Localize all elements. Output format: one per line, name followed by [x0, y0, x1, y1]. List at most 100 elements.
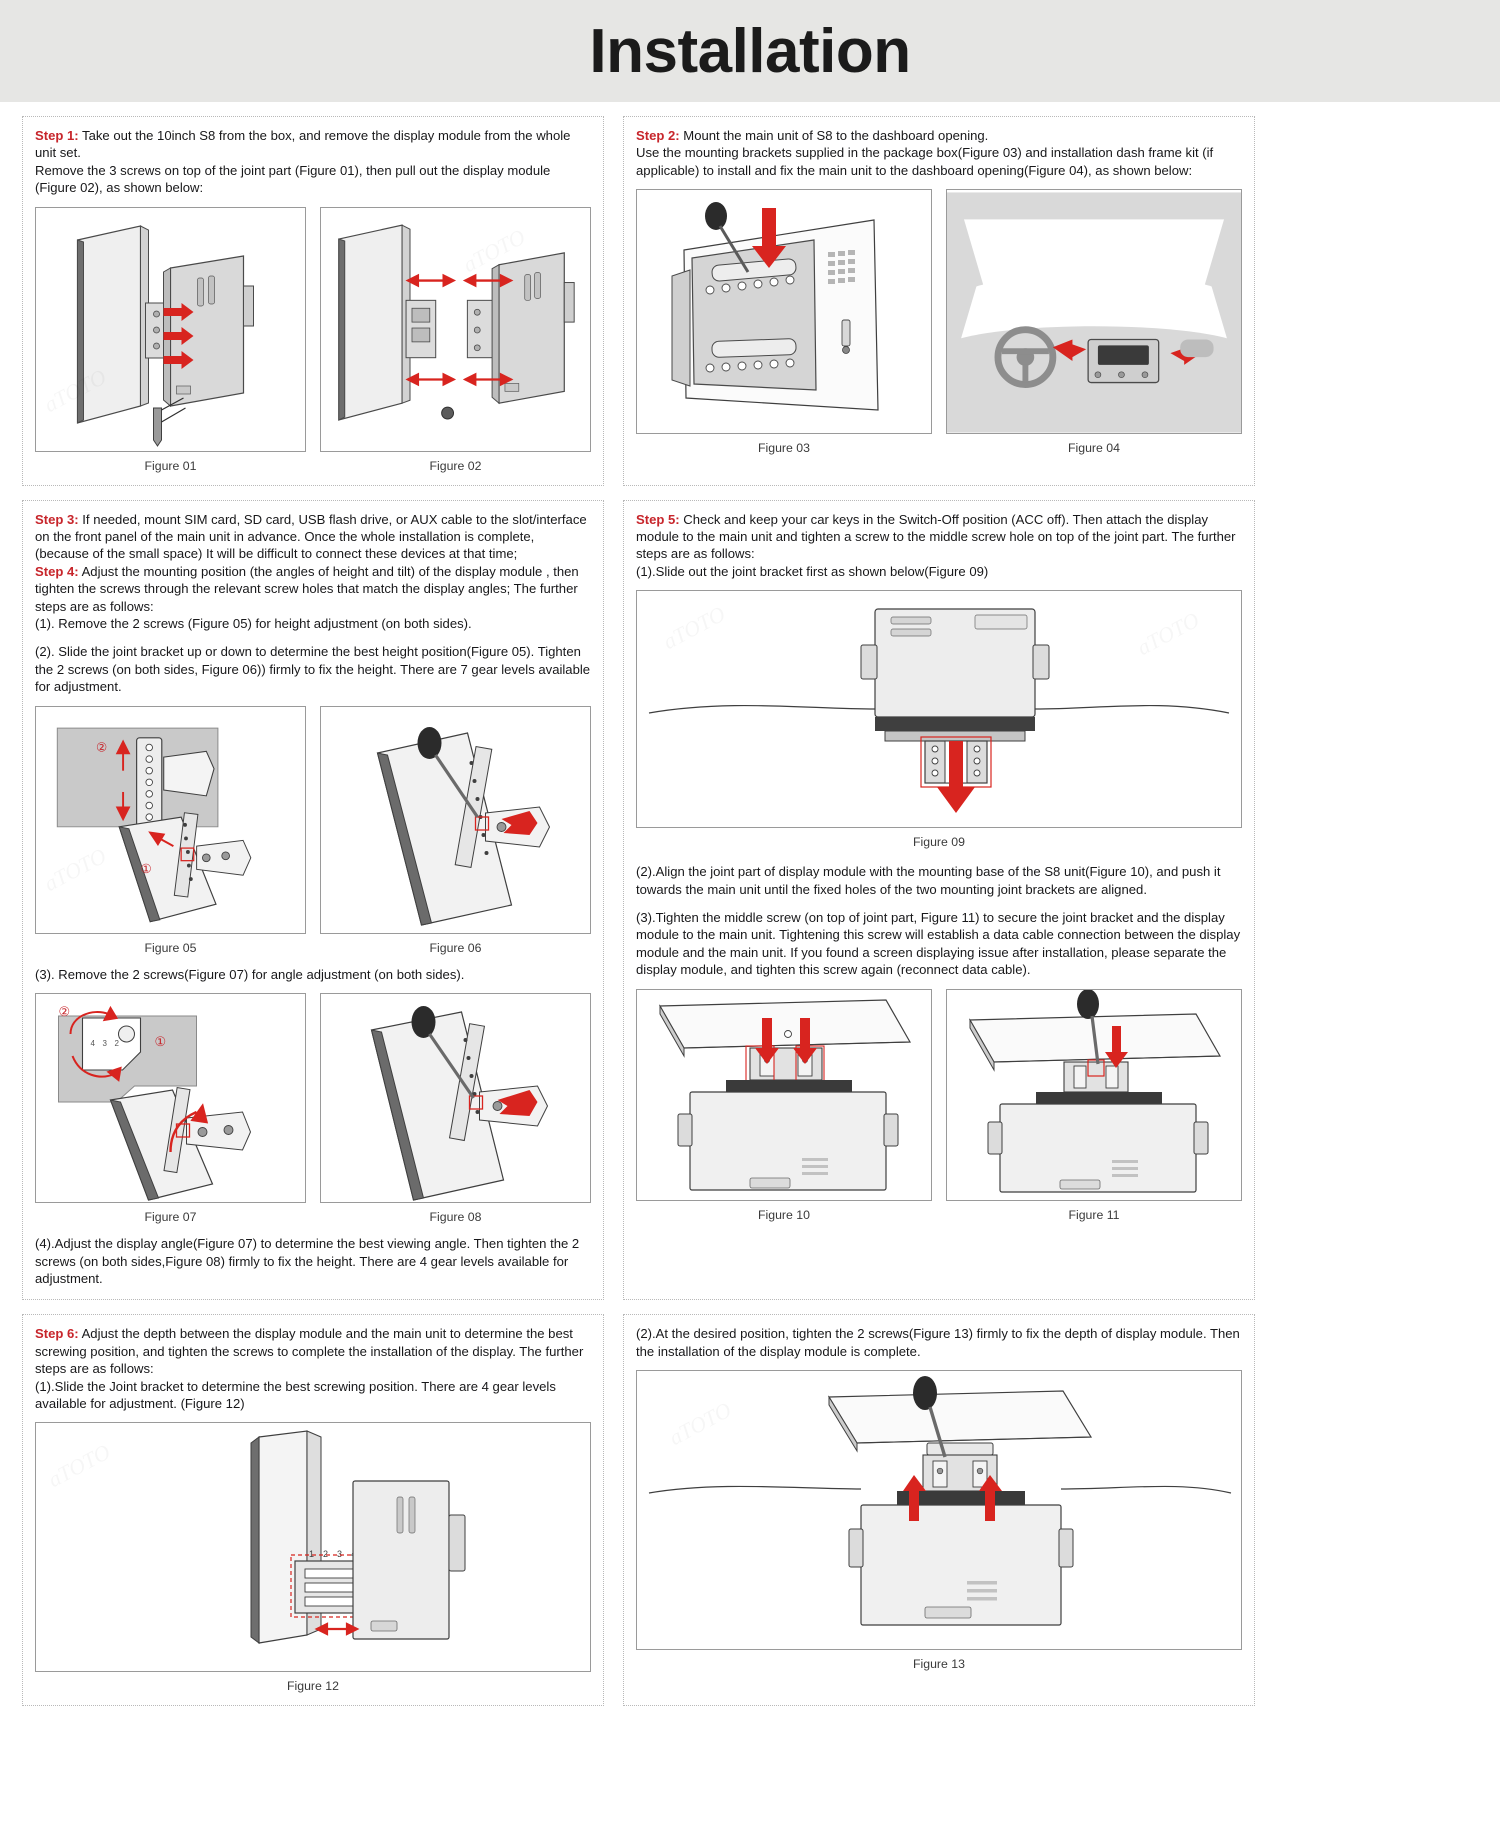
- figure-05-box: aTOTO: [35, 705, 306, 934]
- figure-08-box: [320, 993, 591, 1204]
- step-2-line-2: Use the mounting brackets supplied in th…: [636, 145, 1214, 178]
- figure-01-caption: Figure 01: [144, 458, 197, 473]
- step-5-sub-1: (1).Slide out the joint bracket first as…: [636, 563, 989, 579]
- figure-02-wrap: aTOTO: [320, 206, 591, 473]
- step-6-text: Step 6: Adjust the depth between the dis…: [35, 1325, 591, 1412]
- figure-08-caption: Figure 08: [429, 1210, 482, 1225]
- step-2-text: Step 2: Mount the main unit of S8 to the…: [636, 127, 1242, 179]
- figure-10-wrap: Figure 10: [636, 988, 932, 1222]
- figure-02-caption: Figure 02: [429, 458, 482, 473]
- step-5-line: Step 5: Check and keep your car keys in …: [636, 511, 1242, 563]
- figures-07-08: 4 3 2 ②: [35, 993, 591, 1224]
- figures-01-02: aTOTO: [35, 206, 591, 473]
- figure-13-drawing: [648, 1376, 1232, 1626]
- figure-01-drawing: [76, 224, 254, 447]
- figure-04-box: [946, 189, 1242, 435]
- step-6-line: Step 6: Adjust the depth between the dis…: [35, 1325, 591, 1377]
- figure-01-wrap: aTOTO: [35, 206, 306, 473]
- step-4-sub-2: (2). Slide the joint bracket up or down …: [35, 644, 591, 695]
- figure-09-box: aTOTO aTOTO: [636, 590, 1242, 829]
- figure-04-drawing: [947, 192, 1241, 433]
- svg-text:②: ②: [96, 740, 107, 754]
- figures-05-06: aTOTO: [35, 705, 591, 955]
- figure-05-wrap: aTOTO: [35, 705, 306, 955]
- figure-07-box: 4 3 2 ②: [35, 993, 306, 1204]
- figure-07-wrap: 4 3 2 ②: [35, 993, 306, 1224]
- step-1-body: Take out the 10inch S8 from the box, and…: [35, 128, 571, 161]
- step-6-label: Step 6:: [35, 1326, 79, 1342]
- step-4-sub-3: (3). Remove the 2 screws(Figure 07) for …: [35, 966, 465, 982]
- step-6-body: Adjust the depth between the display mod…: [35, 1326, 584, 1377]
- step-3-line: Step 3: If needed, mount SIM card, SD ca…: [35, 511, 591, 563]
- figure-12-wrap-row: aTOTO: [35, 1422, 591, 1693]
- figure-03-drawing: [671, 202, 879, 411]
- svg-text:②: ②: [59, 1004, 71, 1019]
- figure-07-drawing: 4 3 2 ②: [58, 1004, 252, 1201]
- step-5-sub-2-wrap: (2).Align the joint part of display modu…: [636, 863, 1242, 978]
- figure-11-drawing: [968, 989, 1222, 1193]
- figure-13-wrap: aTOTO: [636, 1370, 1242, 1671]
- step-4-line: Step 4: Adjust the mounting position (th…: [35, 563, 591, 615]
- figure-06-caption: Figure 06: [429, 940, 482, 955]
- figure-11-box: [946, 988, 1242, 1201]
- figure-13-wrap-row: aTOTO: [636, 1370, 1242, 1671]
- panel-step-6: Step 6: Adjust the depth between the dis…: [22, 1314, 604, 1707]
- step-5-body: Check and keep your car keys in the Swit…: [636, 511, 1236, 562]
- panel-step-5: Step 5: Check and keep your car keys in …: [623, 499, 1255, 1301]
- figure-12-box: aTOTO: [35, 1422, 591, 1673]
- figure-12-caption: Figure 12: [287, 1679, 339, 1694]
- step-5-sub-3: (3).Tighten the middle screw (on top of …: [636, 910, 1241, 978]
- step-3-body: If needed, mount SIM card, SD card, USB …: [35, 511, 587, 562]
- figure-06-wrap: Figure 06: [320, 705, 591, 955]
- figures-03-04: Figure 03: [636, 189, 1242, 455]
- step-3-text: Step 3: If needed, mount SIM card, SD ca…: [35, 511, 591, 696]
- step-6-sub-2: (2).At the desired position, tighten the…: [636, 1326, 1240, 1359]
- svg-text:2: 2: [115, 1039, 120, 1048]
- step-4-body: Adjust the mounting position (the angles…: [35, 563, 579, 614]
- row-step-6: Step 6: Adjust the depth between the dis…: [22, 1314, 1478, 1707]
- step-6-sub-1: (1).Slide the Joint bracket to determine…: [35, 1378, 556, 1411]
- panel-step-6-part2: (2).At the desired position, tighten the…: [623, 1314, 1255, 1707]
- step-1-label: Step 1:: [35, 128, 79, 143]
- step-5-label: Step 5:: [636, 511, 680, 527]
- step-1-line-2: Remove the 3 screws on top of the joint …: [35, 162, 551, 196]
- step-1-line-1: Step 1: Take out the 10inch S8 from the …: [35, 127, 591, 162]
- panel-step-3-4: Step 3: If needed, mount SIM card, SD ca…: [22, 499, 604, 1301]
- panel-step-1: Step 1: Take out the 10inch S8 from the …: [22, 116, 604, 486]
- row-steps-1-2: Step 1: Take out the 10inch S8 from the …: [22, 116, 1478, 486]
- figure-09-wrap: aTOTO aTOTO: [636, 590, 1242, 849]
- step-4-sub-1: (1). Remove the 2 screws (Figure 05) for…: [35, 616, 472, 632]
- figure-02-drawing: [338, 223, 575, 421]
- figure-03-caption: Figure 03: [758, 441, 810, 456]
- figure-04-caption: Figure 04: [1068, 441, 1120, 456]
- step-1-text: Step 1: Take out the 10inch S8 from the …: [35, 127, 591, 197]
- step-2-label: Step 2:: [636, 128, 680, 143]
- step-2-body: Mount the main unit of S8 to the dashboa…: [679, 128, 989, 143]
- figure-13-box: aTOTO: [636, 1370, 1242, 1651]
- figure-09-caption: Figure 09: [913, 835, 965, 850]
- step-3-label: Step 3:: [35, 511, 79, 527]
- figure-05-drawing: ②: [56, 727, 252, 923]
- figure-08-drawing: [370, 1006, 549, 1201]
- figure-08-wrap: Figure 08: [320, 993, 591, 1224]
- figure-03-wrap: Figure 03: [636, 189, 932, 455]
- figure-02-box: aTOTO: [320, 206, 591, 452]
- step-4-sub-4: (4).Adjust the display angle(Figure 07) …: [35, 1236, 580, 1286]
- step-4-sub-4-wrap: (4).Adjust the display angle(Figure 07) …: [35, 1235, 591, 1287]
- step-5-text: Step 5: Check and keep your car keys in …: [636, 511, 1242, 581]
- figure-06-drawing: [376, 726, 551, 926]
- figures-10-11: Figure 10: [636, 988, 1242, 1222]
- step-4-sub-3-wrap: (3). Remove the 2 screws(Figure 07) for …: [35, 966, 591, 983]
- figure-06-box: [320, 705, 591, 934]
- step-6-sub-2-wrap: (2).At the desired position, tighten the…: [636, 1325, 1242, 1360]
- svg-text:①: ①: [155, 1034, 167, 1049]
- figure-10-drawing: [658, 999, 912, 1191]
- svg-text:1: 1: [309, 1549, 314, 1559]
- figure-05-caption: Figure 05: [144, 940, 197, 955]
- figure-12-wrap: aTOTO: [35, 1422, 591, 1693]
- step-5-sub-2: (2).Align the joint part of display modu…: [636, 864, 1221, 897]
- figure-11-wrap: Figure 11: [946, 988, 1242, 1222]
- svg-text:4: 4: [91, 1039, 96, 1048]
- step-2-line-1: Step 2: Mount the main unit of S8 to the…: [636, 127, 1242, 144]
- row-steps-3-5: Step 3: If needed, mount SIM card, SD ca…: [22, 499, 1478, 1301]
